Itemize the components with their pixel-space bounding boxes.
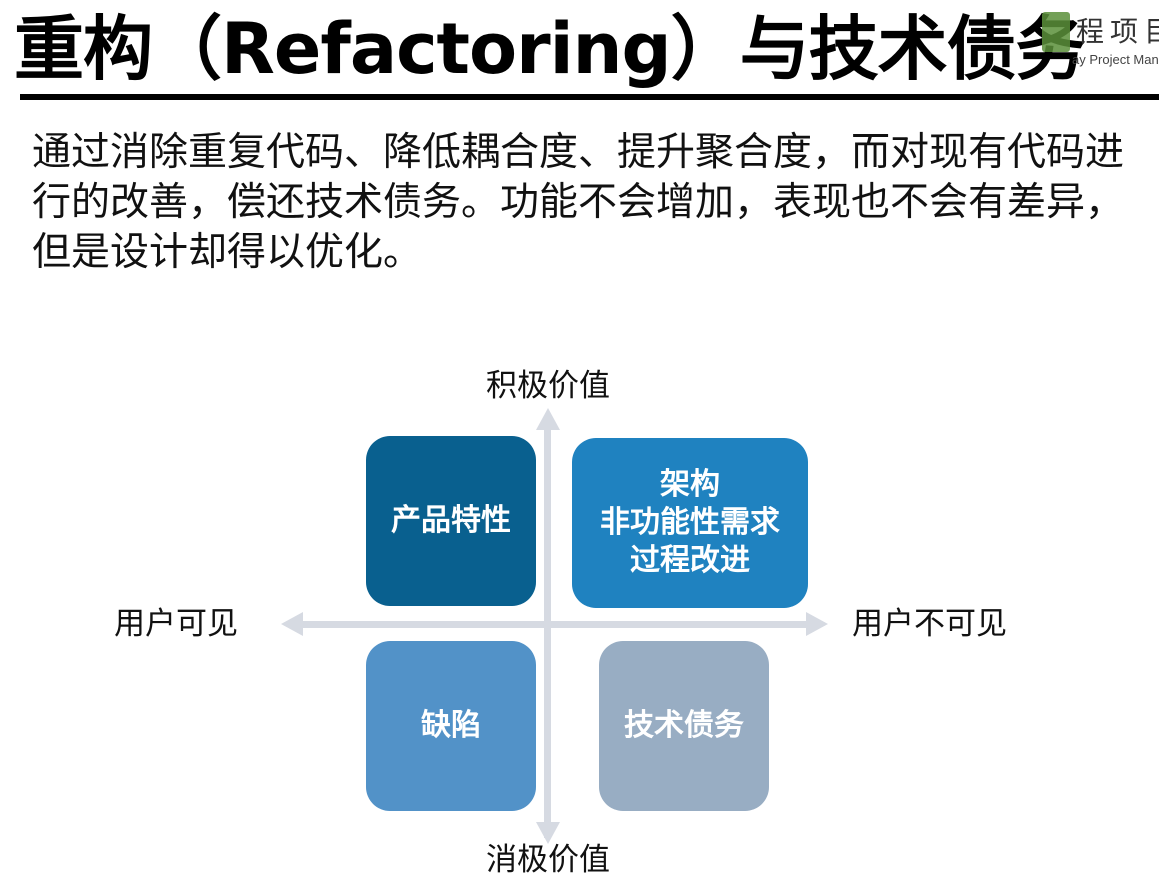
quadrant-defects: 缺陷 (366, 641, 536, 811)
axis-label-positive-value: 积极价值 (486, 368, 610, 404)
arrow-down-icon (536, 822, 560, 844)
quadrant-architecture: 架构非功能性需求过程改进 (572, 438, 808, 608)
arrow-right-icon (806, 612, 828, 636)
arrow-up-icon (536, 408, 560, 430)
quadrant-line: 缺陷 (421, 708, 481, 743)
intro-paragraph: 通过消除重复代码、降低耦合度、提升聚合度，而对现有代码进行的改善，偿还技术债务。… (32, 130, 1125, 275)
arrow-left-icon (281, 612, 303, 636)
title-divider (20, 94, 1159, 100)
company-logo: 程项目管 ay Project Man (1042, 6, 1159, 72)
logo-text-en: ay Project Man (1072, 52, 1159, 67)
quadrant-text: 产品特性 (391, 502, 511, 540)
vertical-axis (544, 426, 551, 838)
quadrant-line: 架构 (660, 467, 720, 502)
quadrant-text: 架构非功能性需求过程改进 (600, 466, 780, 580)
logo-mark-icon (1042, 12, 1070, 52)
quadrant-text: 技术债务 (624, 707, 744, 745)
quadrant-line: 非功能性需求 (600, 505, 780, 540)
quadrant-line: 产品特性 (391, 503, 511, 538)
quadrant-technical-debt: 技术债务 (599, 641, 769, 811)
axis-label-user-invisible: 用户不可见 (852, 606, 1007, 642)
axis-label-user-visible: 用户可见 (114, 606, 238, 642)
quadrant-line: 技术债务 (624, 708, 744, 743)
quadrant-text: 缺陷 (421, 707, 481, 745)
quadrant-product-features: 产品特性 (366, 436, 536, 606)
quadrant-line: 过程改进 (630, 543, 750, 578)
horizontal-axis (300, 621, 810, 628)
page-title: 重构（Refactoring）与技术债务 (14, 8, 1086, 90)
axis-label-negative-value: 消极价值 (486, 842, 610, 878)
logo-text-cn: 程项目管 (1076, 15, 1159, 48)
